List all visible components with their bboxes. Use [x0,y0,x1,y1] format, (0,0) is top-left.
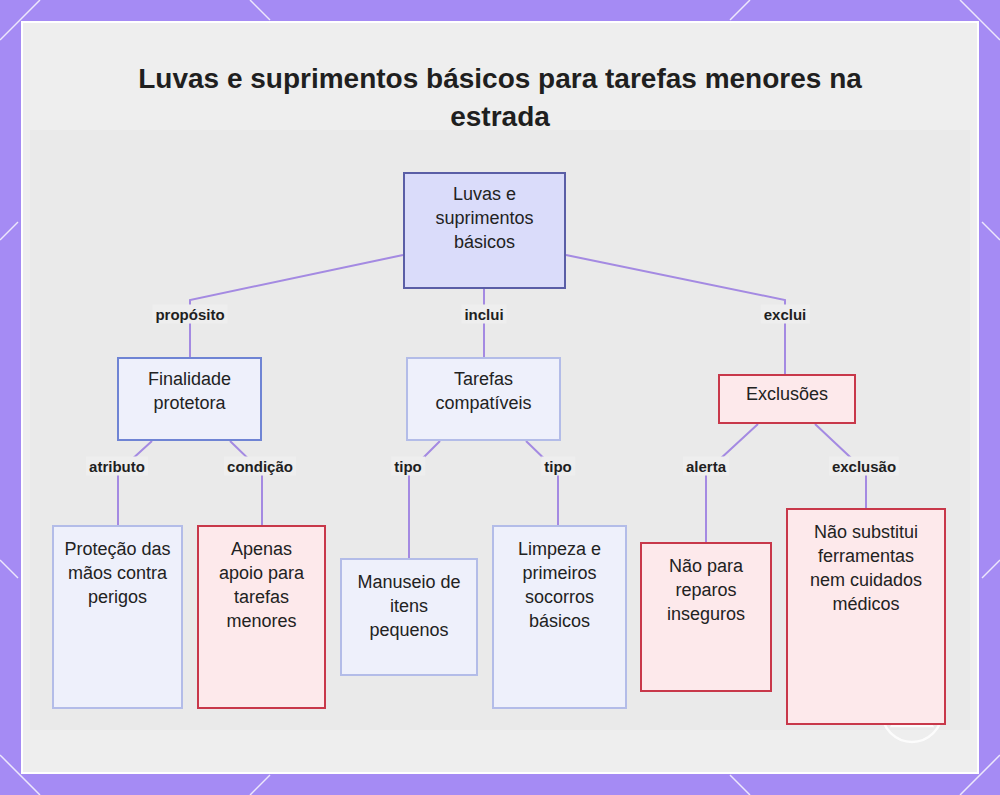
node-label: Tarefas compatíveis [418,367,549,415]
edge-label: atributo [86,457,148,476]
leaf-box: Manuseio de itens pequenos [340,558,478,676]
node-label: Limpeza e primeiros socorros básicos [504,537,615,633]
warning-box: Apenas apoio para tarefas menores [197,525,326,709]
node-label: Não para reparos inseguros [652,554,760,626]
exclusion-box: Exclusões [718,374,856,424]
faded-photo [30,130,970,730]
node-label: Manuseio de itens pequenos [352,570,466,642]
edge-label: condição [224,457,296,476]
node-label: Finalidade protetora [129,367,250,415]
node-label: Proteção das mãos contra perigos [64,537,171,609]
connector-line [118,441,152,525]
card-background [22,22,978,773]
edge-label: tipo [391,457,425,476]
root-box: Luvas e suprimentos básicos [403,172,566,289]
edge-label: exclui [761,305,810,324]
node-label: Apenas apoio para tarefas menores [209,537,314,633]
edge-label: tipo [541,457,575,476]
connector-line [706,424,758,542]
node-label: Exclusões [746,382,828,406]
edge-label: alerta [683,457,729,476]
warning-box: Não para reparos inseguros [640,542,772,692]
connector-line [230,441,262,525]
category-box: Tarefas compatíveis [406,357,561,441]
node-label: Luvas e suprimentos básicos [415,182,554,254]
warning-box: Não substitui ferramentas nem cuidados m… [786,508,946,725]
node-label: Não substitui ferramentas nem cuidados m… [798,520,934,616]
leaf-box: Proteção das mãos contra perigos [52,525,183,709]
diagram-title: Luvas e suprimentos básicos para tarefas… [100,60,900,136]
connector-line [526,441,558,525]
connector-line [566,255,785,374]
edge-label: inclui [461,305,506,324]
leaf-box: Limpeza e primeiros socorros básicos [492,525,627,709]
category-box: Finalidade protetora [117,357,262,441]
edge-label: propósito [152,305,227,324]
edge-label: exclusão [829,457,899,476]
